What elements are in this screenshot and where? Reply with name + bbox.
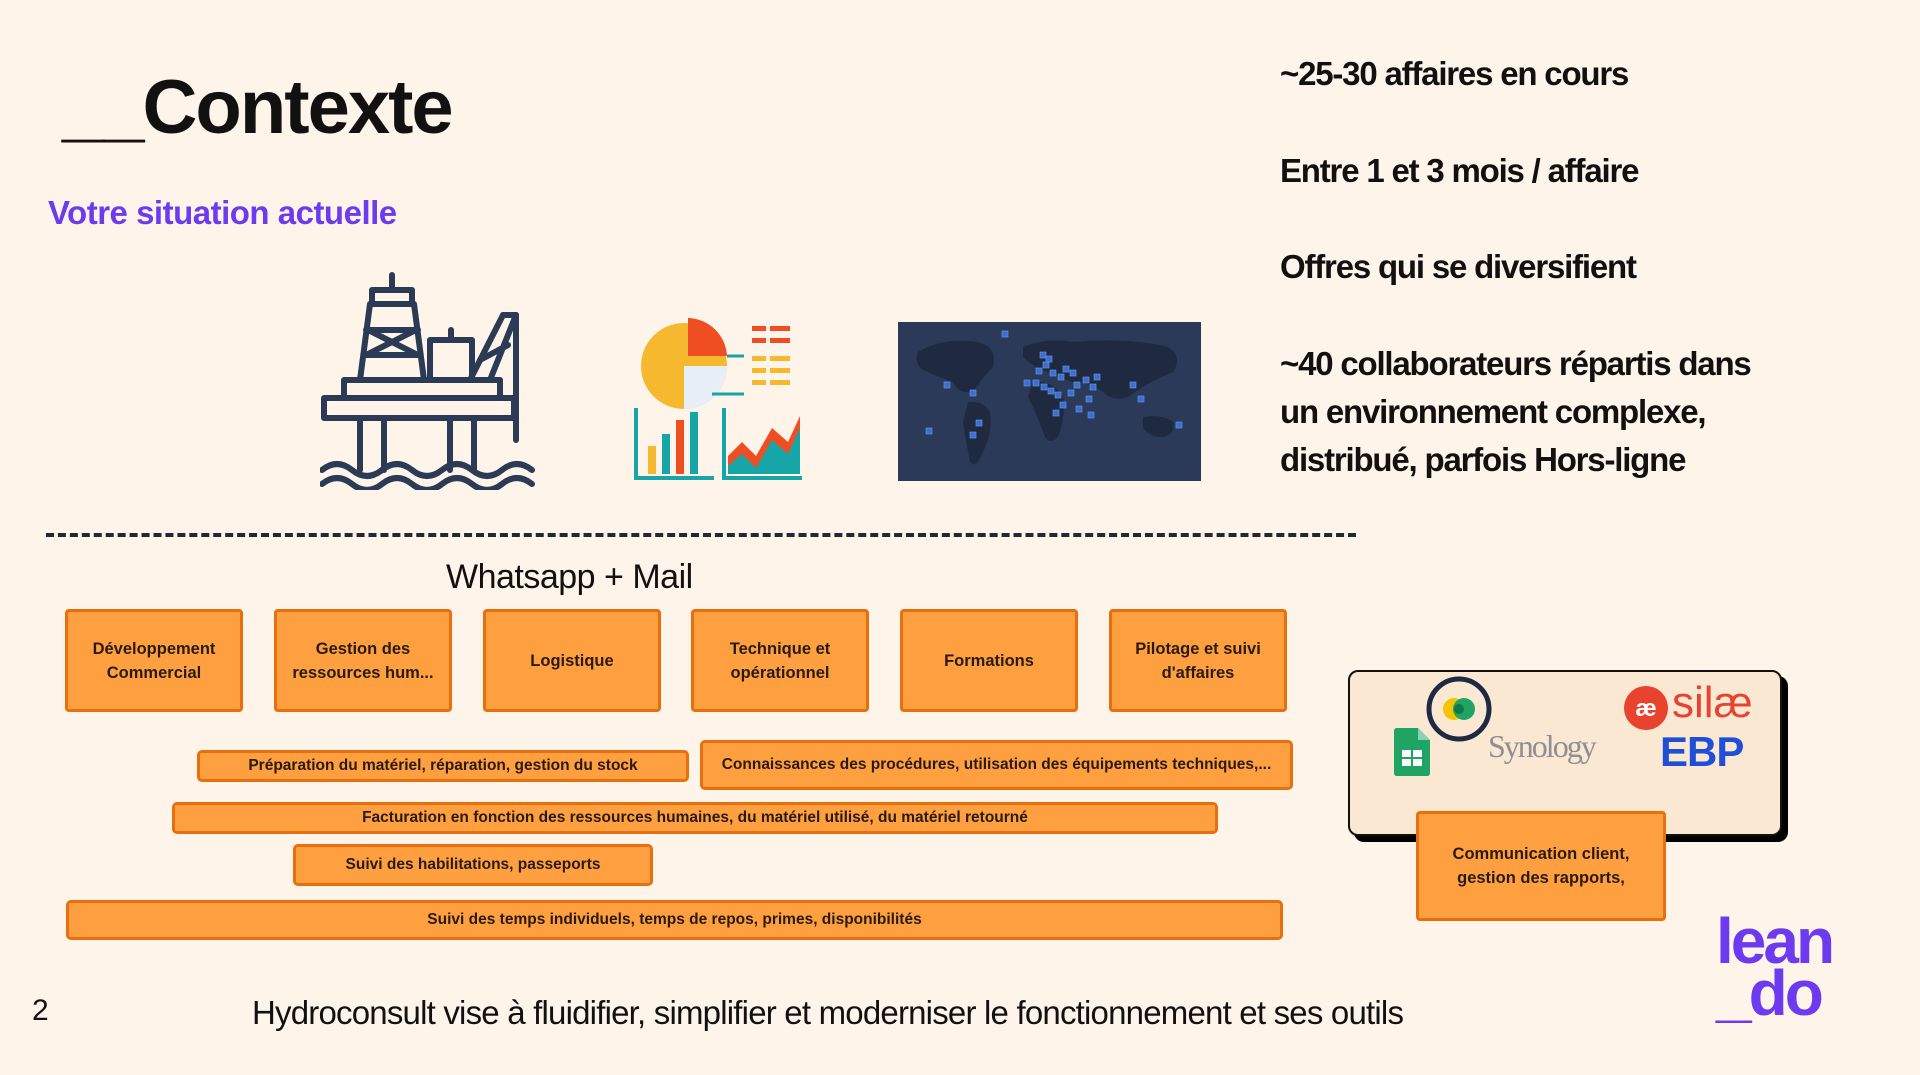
- bar-preparation-materiel: Préparation du matériel, réparation, ges…: [197, 750, 689, 782]
- dept-technique-operationnel: Technique et opérationnel: [691, 609, 869, 712]
- stat-duree: Entre 1 et 3 mois / affaire: [1280, 152, 1639, 189]
- world-map-image: [898, 322, 1201, 481]
- page-title: __Contexte: [62, 65, 454, 150]
- oil-platform-icon: [320, 272, 535, 490]
- bar-connaissances-procedures: Connaissances des procédures, utilisatio…: [700, 740, 1293, 790]
- footer-statement: Hydroconsult vise à fluidifier, simplifi…: [252, 994, 1404, 1031]
- communication-channel: Whatsapp + Mail: [446, 558, 693, 596]
- leando-logo: lean _do: [1716, 905, 1835, 1029]
- box-communication-client: Communication client, gestion des rappor…: [1416, 811, 1666, 921]
- stat-collaborateurs-2: un environnement complexe,: [1280, 393, 1707, 430]
- svg-text:æ: æ: [1635, 695, 1656, 722]
- stat-collaborateurs-3: distribué, parfois Hors-ligne: [1280, 441, 1686, 478]
- page-number: 2: [32, 994, 49, 1027]
- ebp-logo: EBP: [1660, 728, 1744, 775]
- silae-logo-icon: æ: [1624, 686, 1668, 730]
- bar-suivi-temps: Suivi des temps individuels, temps de re…: [66, 900, 1283, 940]
- stat-collaborateurs-1: ~40 collaborateurs répartis dans: [1280, 345, 1752, 382]
- tools-panel: [1348, 670, 1782, 836]
- section-divider: [46, 533, 1356, 537]
- stat-affaires: ~25-30 affaires en cours: [1280, 55, 1629, 92]
- logo-line-1: lean: [1716, 905, 1835, 977]
- dept-formations: Formations: [900, 609, 1078, 712]
- dept-logistique: Logistique: [483, 609, 661, 712]
- logo-line-2: _do: [1716, 957, 1824, 1029]
- app-circle-logo-icon: [1426, 676, 1492, 742]
- page-subtitle: Votre situation actuelle: [48, 194, 397, 231]
- bar-facturation: Facturation en fonction des ressources h…: [172, 802, 1218, 834]
- dept-pilotage-suivi: Pilotage et suivi d'affaires: [1109, 609, 1287, 712]
- synology-logo: Synology: [1488, 728, 1597, 764]
- stat-offres: Offres qui se diversifient: [1280, 248, 1637, 285]
- dept-ressources-humaines: Gestion des ressources hum...: [274, 609, 452, 712]
- silae-logo: silæ: [1672, 678, 1753, 727]
- analytics-charts-icon: [634, 318, 802, 480]
- dept-developpement-commercial: Développement Commercial: [65, 609, 243, 712]
- google-sheets-icon: [1394, 728, 1430, 776]
- bar-habilitations: Suivi des habilitations, passeports: [293, 844, 653, 886]
